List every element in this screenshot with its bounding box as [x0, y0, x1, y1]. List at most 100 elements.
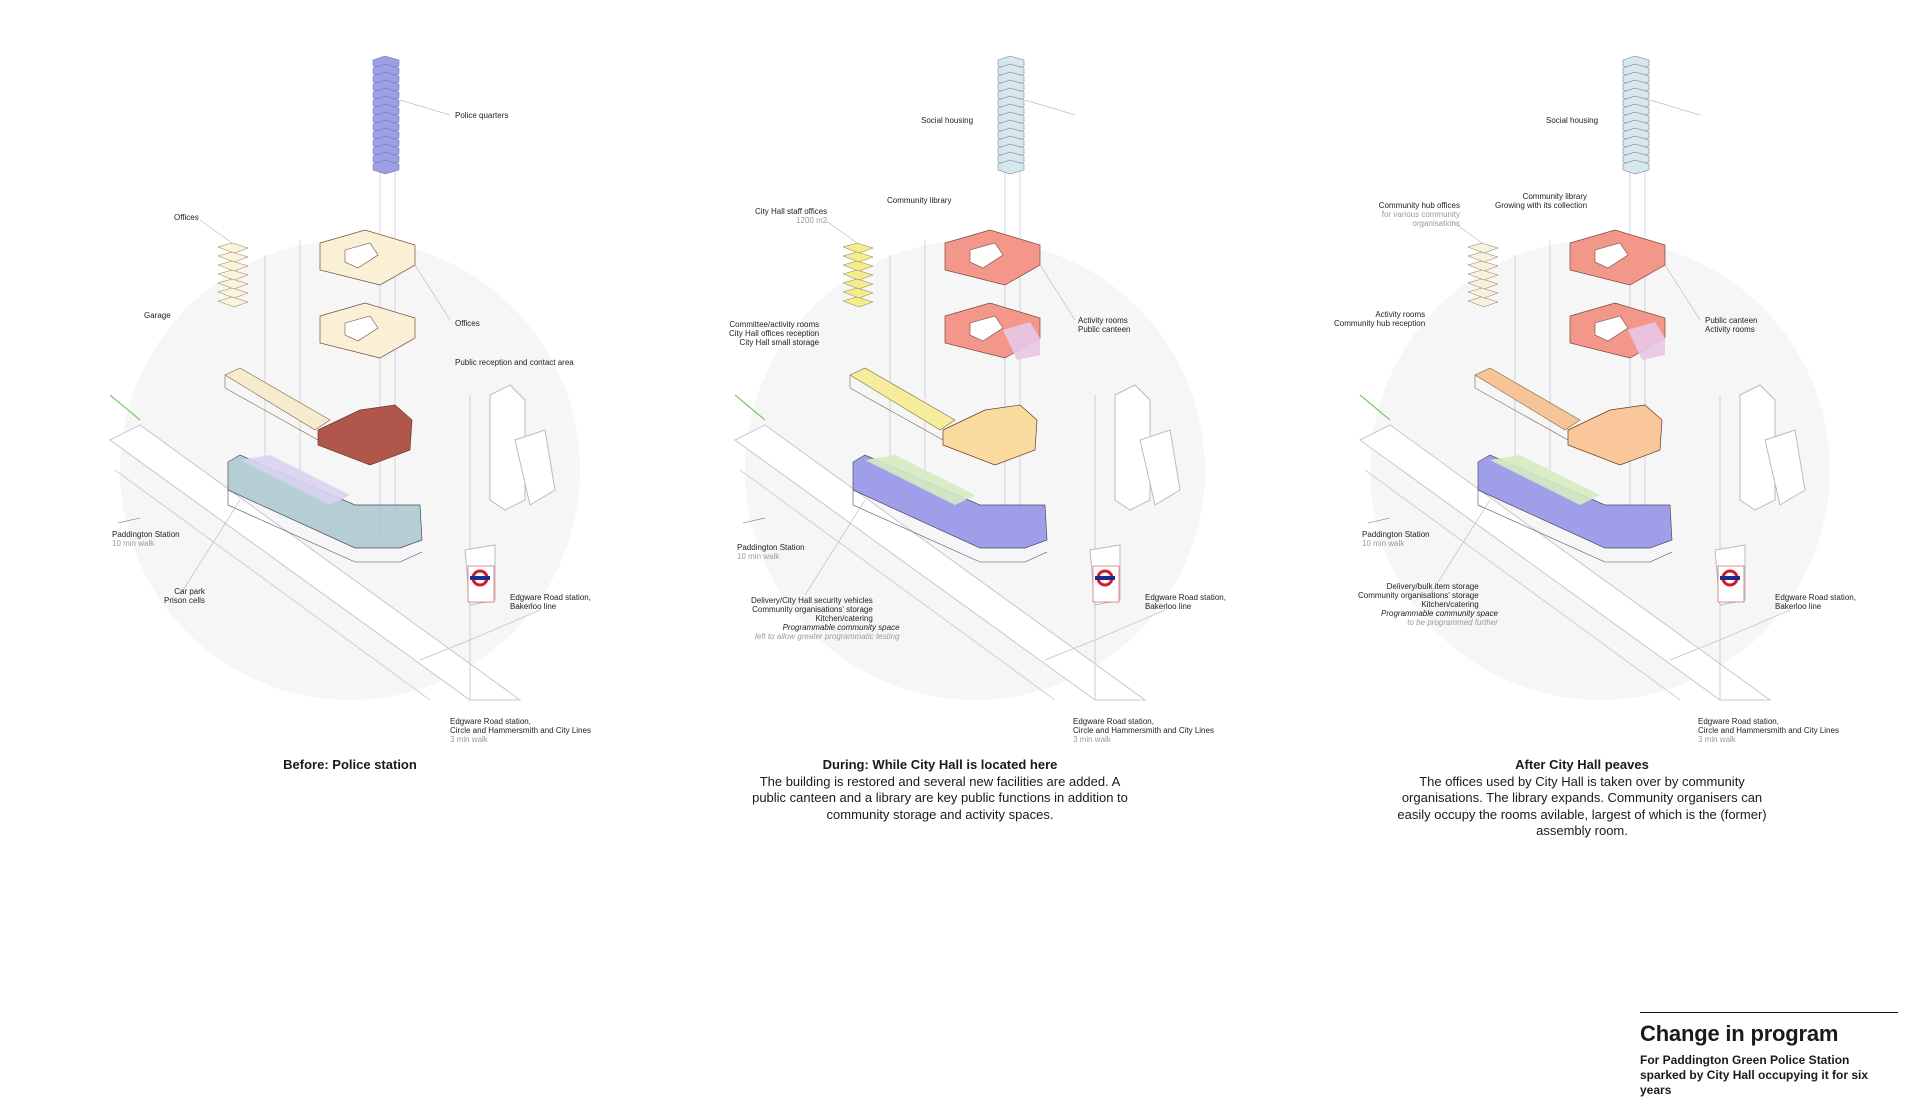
- floor-mid-courtyard: [969, 315, 1004, 342]
- office-stack-floor: [842, 287, 874, 299]
- office-stack-floor: [217, 269, 249, 281]
- site-backdrop: [120, 240, 580, 700]
- neighbour-building-2: [514, 429, 556, 506]
- arrow-left-icon: [117, 517, 141, 524]
- leader-line: [1039, 264, 1076, 321]
- label-committee: Committee/activity rooms City Hall offic…: [729, 320, 820, 347]
- tower-floor: [997, 159, 1025, 175]
- label-tower: Social housing: [1546, 116, 1599, 125]
- ground-floor-edge: [852, 490, 1048, 563]
- office-stack-floor: [842, 269, 874, 281]
- street-cross: [419, 609, 541, 661]
- label-edgware-bakerloo: Edgware Road station, Bakerloo line: [1775, 593, 1856, 611]
- label-offices-left: Offices: [174, 213, 199, 222]
- caption-body: The offices used by City Hall is taken o…: [1397, 773, 1767, 839]
- leader-line: [1664, 264, 1701, 321]
- label-edgware-circle: Edgware Road station, Circle and Hammers…: [1698, 717, 1839, 744]
- office-stack-floor: [1467, 260, 1499, 272]
- green-route-line: [734, 394, 766, 421]
- office-stack-floor: [842, 278, 874, 290]
- green-route-line: [1359, 394, 1391, 421]
- street-main: [734, 424, 1147, 701]
- office-stack-floor: [842, 251, 874, 263]
- podium-floor: [942, 404, 1038, 466]
- axonometric-diagram-before: [109, 55, 580, 701]
- label-carpark: Car park Prison cells: [164, 587, 205, 605]
- office-stack-floor: [217, 287, 249, 299]
- caption-after: After City Hall peaves The offices used …: [1362, 757, 1802, 840]
- street-edge: [1364, 469, 1681, 701]
- office-stack-floor: [217, 242, 249, 254]
- page-title: Change in program: [1640, 1021, 1839, 1046]
- neighbour-building-1: [1114, 384, 1151, 511]
- street-edge: [114, 469, 431, 701]
- leader-line: [804, 499, 866, 596]
- neighbour-building-2: [1139, 429, 1181, 506]
- caption-title: After City Hall peaves: [1515, 757, 1649, 772]
- axonometric-diagram-after: [1359, 55, 1830, 701]
- leader-line: [1449, 219, 1483, 244]
- caption-before: Before: Police station: [130, 757, 570, 774]
- office-stack-floor: [842, 296, 874, 308]
- office-stack-floor: [842, 260, 874, 272]
- label-edgware-circle: Edgware Road station, Circle and Hammers…: [1073, 717, 1214, 744]
- floor-top-courtyard: [344, 242, 379, 269]
- axonometric-diagram-during: [734, 55, 1205, 701]
- site-backdrop: [745, 240, 1205, 700]
- office-stack-floor: [842, 242, 874, 254]
- office-stack-floor: [1467, 296, 1499, 308]
- caption-title: Before: Police station: [283, 757, 417, 772]
- office-stack-floor: [217, 251, 249, 263]
- floor-mid-accent: [1003, 322, 1040, 360]
- tower-floor: [1622, 159, 1650, 175]
- office-stack-floor: [1467, 287, 1499, 299]
- leader-line: [399, 99, 451, 116]
- office-stack-floor: [1467, 269, 1499, 281]
- ground-floor-edge: [227, 490, 423, 563]
- label-garage: Garage: [144, 311, 171, 320]
- floor-mid-accent: [1628, 322, 1665, 360]
- floor-mid-courtyard: [1594, 315, 1629, 342]
- underground-bar: [1720, 576, 1740, 580]
- leader-line: [414, 264, 451, 321]
- label-delivery: Delivery/bulk item storage Community org…: [1358, 582, 1479, 609]
- leader-line: [824, 219, 858, 244]
- arrow-left-icon: [1367, 517, 1391, 524]
- site-backdrop: [1370, 240, 1830, 700]
- label-library: Community library Growing with its colle…: [1495, 192, 1588, 210]
- street-cross: [1669, 609, 1791, 661]
- label-edgware-circle: Edgware Road station, Circle and Hammers…: [450, 717, 591, 744]
- leader-line: [179, 499, 241, 596]
- garage-bar: [849, 367, 956, 431]
- office-stack-floor: [217, 296, 249, 308]
- caption-during: During: While City Hall is located here …: [720, 757, 1160, 823]
- floor-mid-courtyard: [344, 315, 379, 342]
- podium-floor: [317, 404, 413, 466]
- office-stack-floor: [1467, 242, 1499, 254]
- street-main: [109, 424, 522, 701]
- label-activity: Activity rooms Public canteen: [1078, 316, 1131, 334]
- neighbour-building-1: [489, 384, 526, 511]
- office-stack-floor: [1467, 251, 1499, 263]
- ground-floor-accent: [865, 455, 975, 505]
- label-library: Community library: [887, 196, 952, 205]
- title-block: Change in program For Paddington Green P…: [1640, 1012, 1898, 1098]
- ground-floor-accent: [1490, 455, 1600, 505]
- leader-line: [1429, 499, 1491, 596]
- neighbour-building-2: [1764, 429, 1806, 506]
- tower-floor: [372, 159, 400, 175]
- leader-line: [1024, 99, 1076, 116]
- panel-before: Police quarters Offices Garage Offices P…: [0, 0, 640, 1117]
- label-canteen: Public canteen Activity rooms: [1705, 316, 1758, 334]
- label-tower: Police quarters: [455, 111, 509, 120]
- underground-bar: [1095, 576, 1115, 580]
- street-cross: [1044, 609, 1166, 661]
- garage-bar: [224, 367, 331, 431]
- label-delivery: Delivery/City Hall security vehicles Com…: [751, 596, 873, 623]
- label-edgware-bakerloo: Edgware Road station, Bakerloo line: [1145, 593, 1226, 611]
- office-stack-floor: [217, 278, 249, 290]
